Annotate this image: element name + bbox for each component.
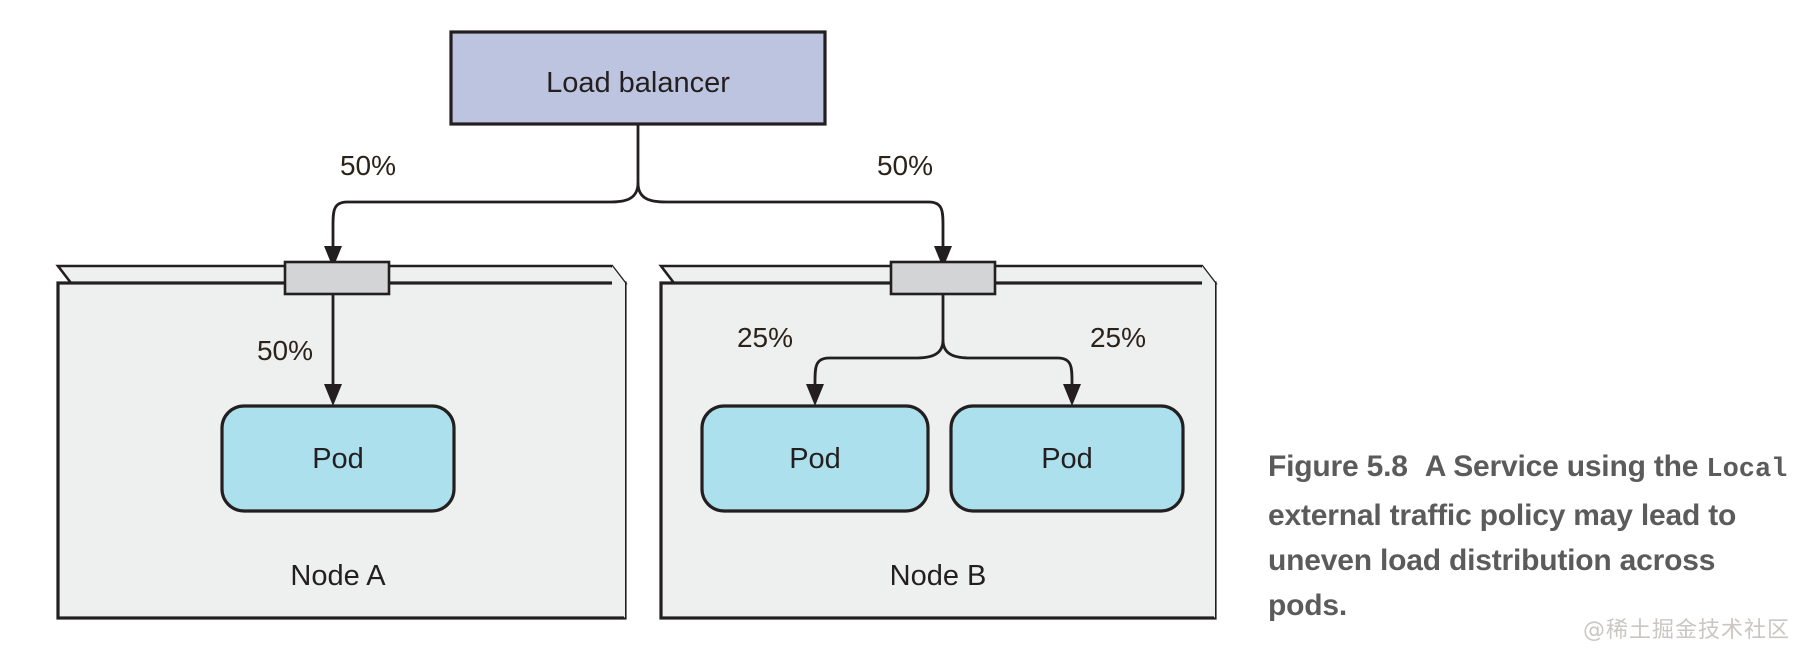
node-a-label: Node A <box>290 560 386 592</box>
node-b-pod-1-label: Pod <box>789 443 841 475</box>
node-a-pod-1-label: Pod <box>312 443 364 475</box>
node-b-box: 25% 25% Pod Pod Node B <box>658 260 1218 620</box>
node-b-pod-2: Pod <box>949 404 1185 513</box>
figure-caption: Figure 5.8 A Service using the Local exte… <box>1268 444 1788 628</box>
node-b-pod-1: Pod <box>700 404 930 513</box>
lb-fanout-edges <box>324 124 952 268</box>
load-balancer-box: Load balancer <box>449 30 827 126</box>
node-a-box: 50% Pod Node A <box>55 260 628 620</box>
node-b-label: Node B <box>890 560 987 592</box>
watermark-label: @稀土掘金技术社区 <box>1582 618 1790 643</box>
figure-caption-text-before: A Service using the <box>1424 450 1699 483</box>
figure-caption-code: Local <box>1706 455 1788 485</box>
node-b-port <box>889 260 997 296</box>
node-a-pod-1: Pod <box>220 404 456 513</box>
node-a-port <box>283 260 391 296</box>
node-b-pod-2-share-label: 25% <box>1090 322 1146 353</box>
edge-label-node-a-share: 50% <box>340 150 396 181</box>
node-a-pod-share-label: 50% <box>257 335 313 366</box>
node-b-pod-2-label: Pod <box>1041 443 1093 475</box>
node-b-pod-1-share-label: 25% <box>737 322 793 353</box>
load-balancer-label: Load balancer <box>546 67 730 99</box>
figure-caption-text-after: external traffic policy may lead to unev… <box>1268 499 1737 622</box>
figure-caption-number: Figure 5.8 <box>1268 450 1408 483</box>
edge-label-node-b-share: 50% <box>877 150 933 181</box>
